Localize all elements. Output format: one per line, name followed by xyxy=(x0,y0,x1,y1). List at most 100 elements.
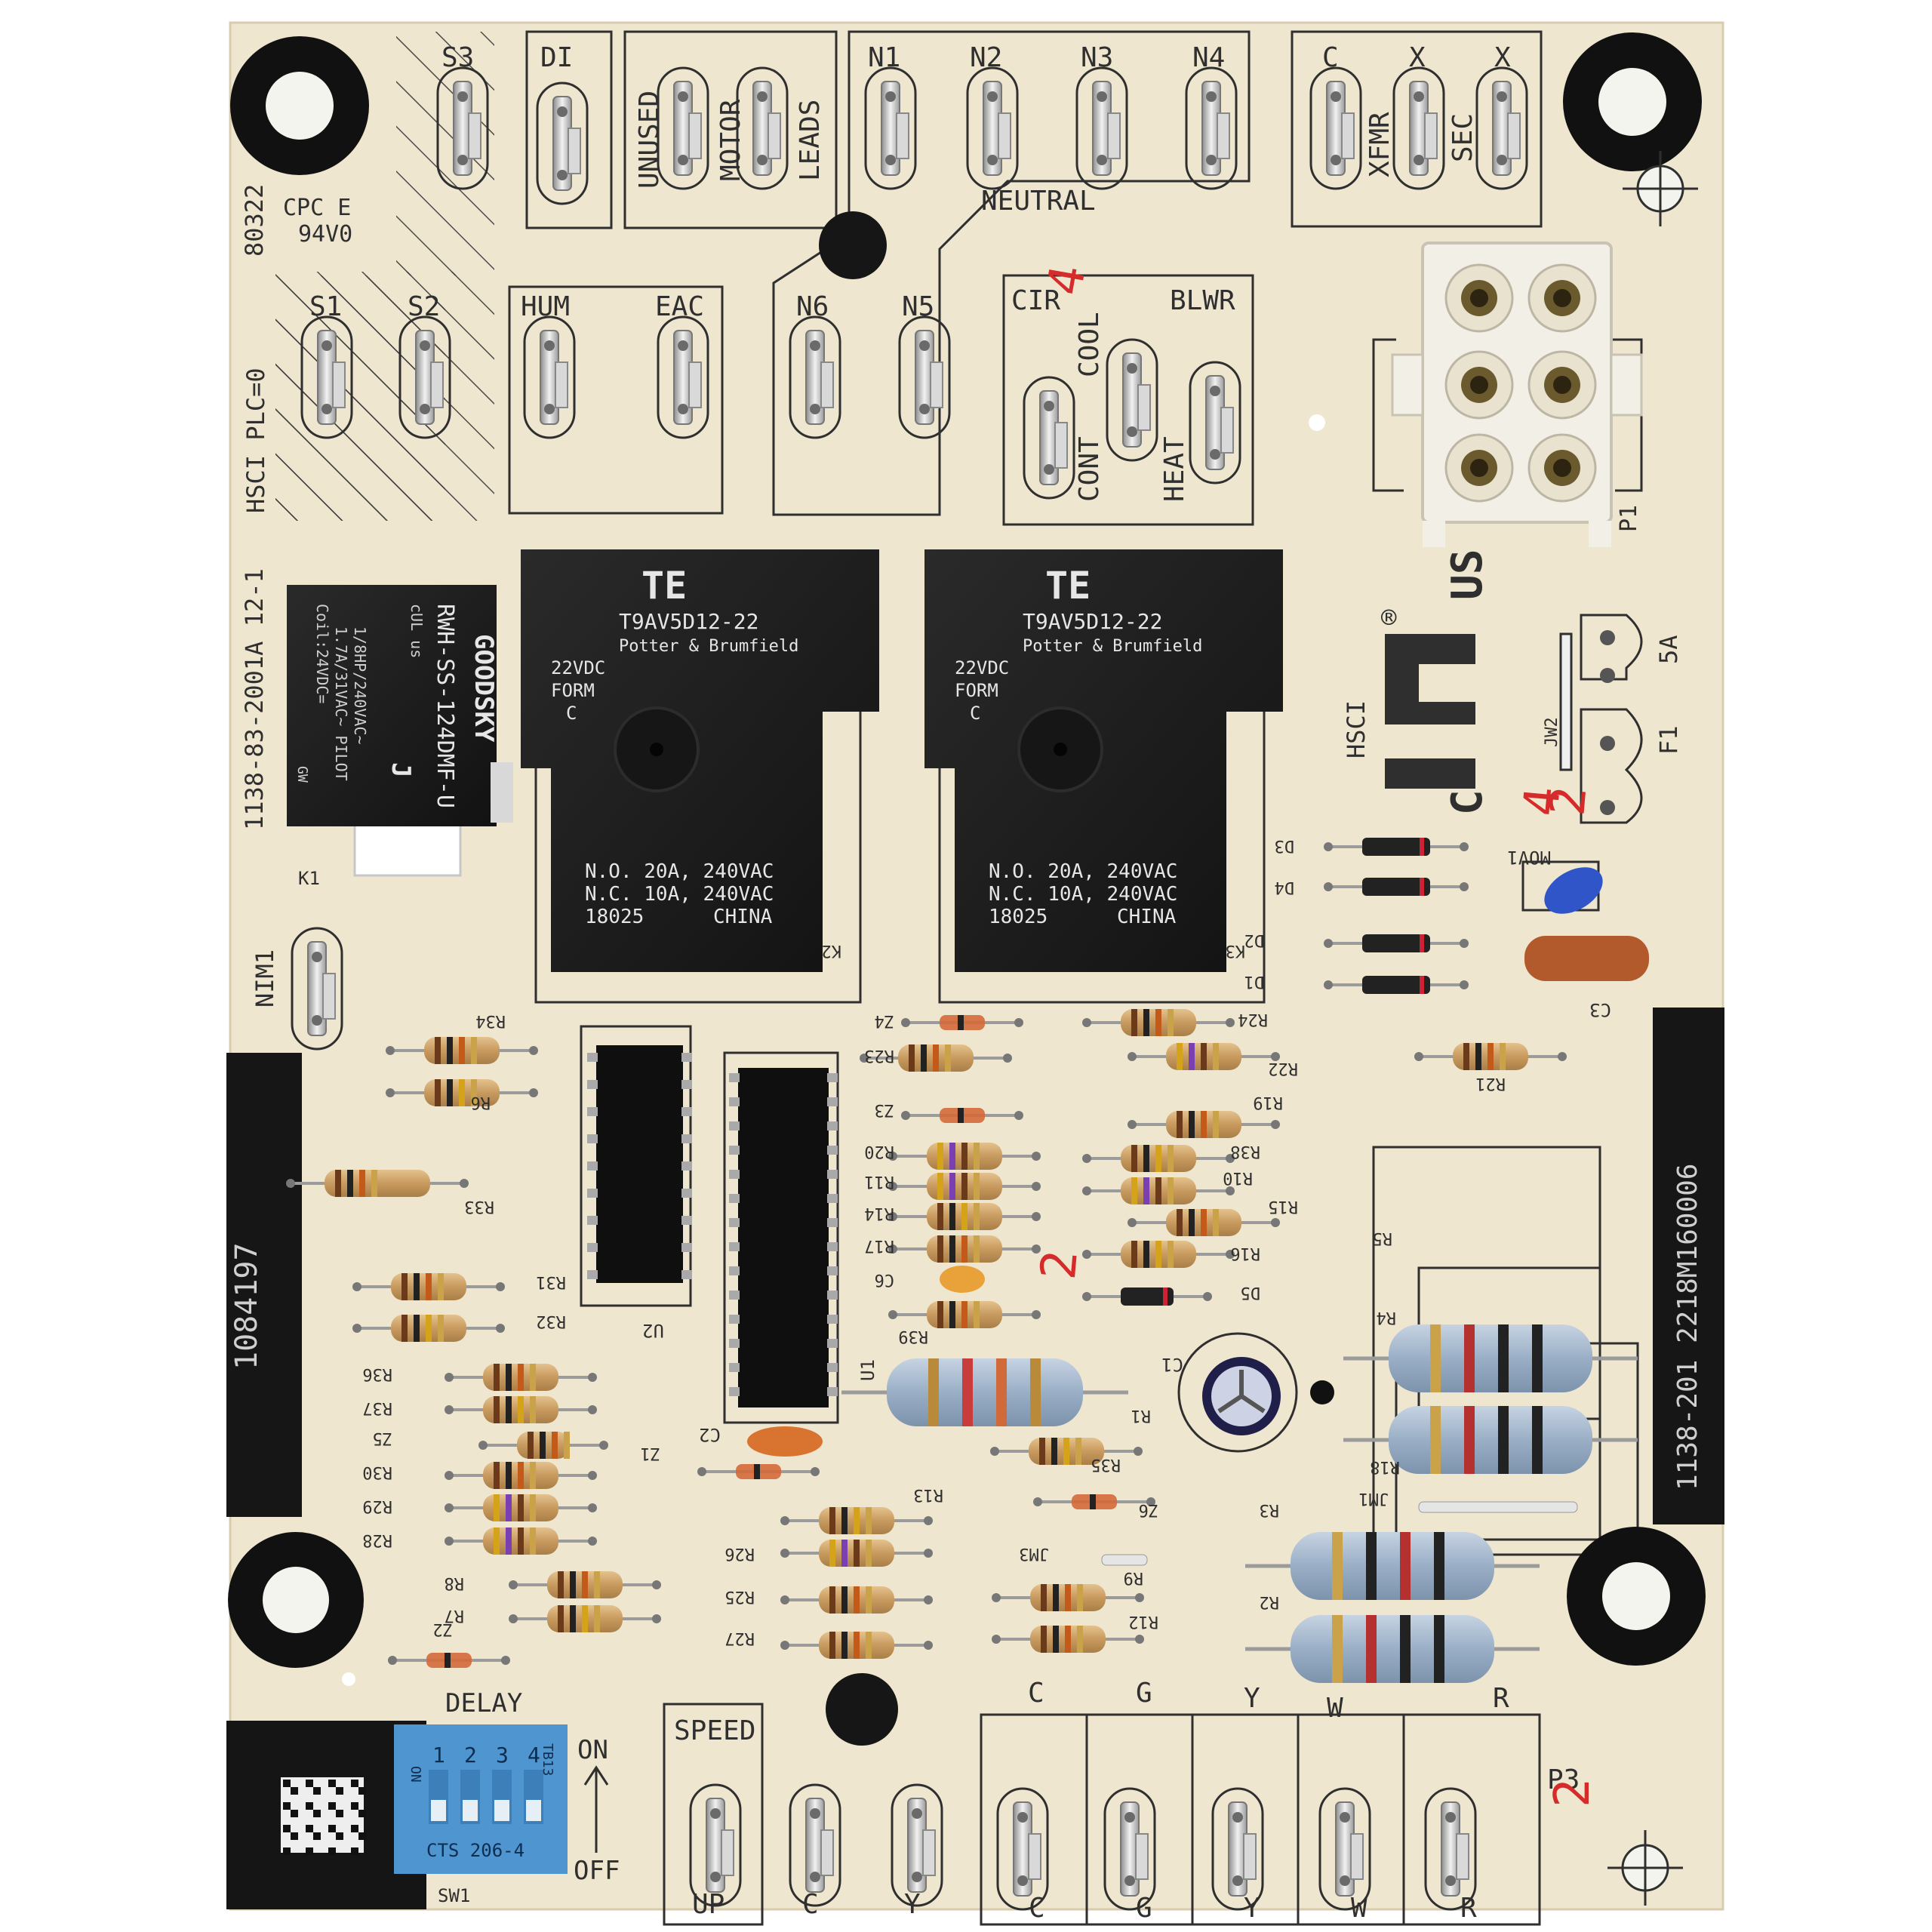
power-resistor xyxy=(841,1358,1128,1426)
ic-pin xyxy=(587,1189,598,1198)
resistor xyxy=(352,1273,505,1300)
label-r16: R16 xyxy=(1230,1244,1260,1263)
label-c-bottom-2: C xyxy=(1029,1893,1045,1924)
ic-pin xyxy=(729,1291,740,1300)
handwriting-mark-2: 2 xyxy=(1540,784,1598,818)
capacitor-c2: C2 xyxy=(699,1424,823,1457)
ic-pin xyxy=(681,1161,692,1171)
label-di: DI xyxy=(540,42,573,73)
ic-pin xyxy=(587,1053,598,1062)
p1-pin-socket xyxy=(1444,263,1514,333)
label-leads: LEADS xyxy=(795,100,826,181)
ic-pin xyxy=(729,1315,740,1324)
spade-terminal xyxy=(1023,376,1075,500)
mov1: MOV1 xyxy=(1507,847,1603,914)
p1-pin-socket xyxy=(1444,433,1514,503)
ic-pin xyxy=(681,1243,692,1252)
p1-pin-socket xyxy=(1527,350,1597,420)
power-resistor xyxy=(1343,1406,1638,1474)
label-motor: MOTOR xyxy=(715,99,746,181)
ic-pin xyxy=(729,1242,740,1251)
label-k2: K2 xyxy=(822,941,842,960)
spade-terminal xyxy=(898,315,951,439)
power-resistor xyxy=(1245,1532,1540,1600)
ic-pin xyxy=(681,1080,692,1089)
label-heat: HEAT xyxy=(1159,436,1190,502)
spade-terminal xyxy=(1075,66,1128,190)
resistor xyxy=(1082,1241,1235,1268)
label-r13: R13 xyxy=(913,1485,943,1504)
resistor xyxy=(1082,1145,1235,1172)
ic-pin xyxy=(827,1146,838,1155)
resistor xyxy=(1082,1177,1235,1204)
spade-terminal xyxy=(1318,1787,1371,1911)
ul-registered: ® xyxy=(1381,603,1397,633)
power-resistors xyxy=(841,1324,1638,1683)
resistor xyxy=(445,1462,597,1489)
bottom-left-tab xyxy=(226,1721,426,1909)
label-r31: R31 xyxy=(536,1272,566,1291)
spade-terminal xyxy=(300,315,353,439)
resistor xyxy=(478,1432,608,1459)
ic-pin xyxy=(827,1242,838,1251)
relay-coil: 22VDC xyxy=(955,657,1009,678)
ic-pin xyxy=(587,1080,598,1089)
relay-rating-no: N.O. 20A, 240VAC xyxy=(989,860,1177,883)
dip-side-label: TB13 xyxy=(540,1743,555,1776)
spade-terminal xyxy=(966,66,1019,190)
resistor xyxy=(888,1173,1041,1200)
spade-terminal xyxy=(1211,1787,1264,1911)
dip-toggle-2[interactable]: 2 xyxy=(460,1743,480,1824)
relay-coil: 22VDC xyxy=(551,657,605,678)
ic-pin xyxy=(681,1053,692,1062)
label-sw1: SW1 xyxy=(438,1885,470,1906)
dip-toggle-4[interactable]: 4 xyxy=(524,1743,543,1824)
spade-terminal xyxy=(789,1783,841,1907)
label-unused: UNUSED xyxy=(634,91,665,189)
label-d3: D3 xyxy=(1275,836,1295,855)
relay-origin: CHINA xyxy=(713,906,773,928)
label-r1: R1 xyxy=(1131,1406,1152,1425)
led-white-1 xyxy=(1309,414,1325,431)
resistor xyxy=(860,1044,1012,1072)
p1-pin-socket xyxy=(1527,263,1597,333)
spade-terminal xyxy=(1103,1787,1156,1911)
label-r34: R34 xyxy=(475,1011,506,1030)
label-d4: D4 xyxy=(1275,878,1295,897)
p1-pin-socket xyxy=(1444,350,1514,420)
spade-terminal xyxy=(996,1787,1049,1911)
ic-pin xyxy=(729,1146,740,1155)
ic-pin xyxy=(827,1315,838,1324)
label-r3: R3 xyxy=(1260,1500,1280,1519)
label-r8: R8 xyxy=(445,1574,465,1592)
bottom-labels: SPEED UP C Y C G Y W R C G Y W R P3 xyxy=(674,1678,1580,1924)
label-80322: 80322 xyxy=(240,184,269,257)
label-c-xfmr: C xyxy=(1322,42,1339,73)
spade-terminal xyxy=(1424,1787,1477,1911)
label-model-code: 1138-201 2218M160006 xyxy=(1672,1164,1703,1491)
label-jm1: JM1 xyxy=(1358,1489,1389,1508)
diode xyxy=(1324,934,1469,952)
resistor xyxy=(697,1464,820,1479)
small-components xyxy=(286,838,1578,1668)
resistor xyxy=(445,1396,597,1423)
ic-pin xyxy=(827,1073,838,1082)
resistor xyxy=(286,1170,469,1197)
ul-logo xyxy=(1385,634,1475,789)
spade-terminal xyxy=(657,66,709,190)
ic-pin xyxy=(587,1107,598,1116)
power-resistor xyxy=(1245,1615,1540,1683)
dip-toggle-1[interactable]: 1 xyxy=(429,1743,448,1824)
resistor xyxy=(509,1605,661,1632)
dip-toggle-3[interactable]: 3 xyxy=(492,1743,512,1824)
resistor xyxy=(780,1632,933,1659)
label-d2: D2 xyxy=(1244,931,1265,949)
label-f1: F1 xyxy=(1654,725,1683,755)
ic-pin xyxy=(827,1218,838,1227)
handwriting-mark-5: 2 xyxy=(1545,1778,1601,1807)
label-jw2: JW2 xyxy=(1543,717,1561,747)
relay-model: T9AV5D12-22 xyxy=(1023,609,1162,634)
label-r17: R17 xyxy=(864,1236,894,1255)
